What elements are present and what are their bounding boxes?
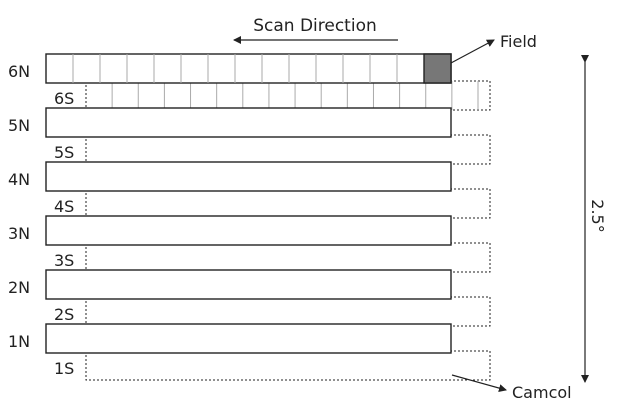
strip-south-3s xyxy=(85,242,491,273)
field-label: Field xyxy=(500,32,537,51)
camcol-label: Camcol xyxy=(512,383,572,402)
strip-south-6s xyxy=(85,80,491,111)
strip-label-2s: 2S xyxy=(54,305,74,324)
strip-north-4n xyxy=(45,161,452,192)
strip-label-6s: 6S xyxy=(54,89,74,108)
strip-south-1s xyxy=(85,350,491,381)
strip-label-1s: 1S xyxy=(54,359,74,378)
strip-label-4s: 4S xyxy=(54,197,74,216)
strip-north-5n xyxy=(45,107,452,138)
strip-north-1n xyxy=(45,323,452,354)
strip-label-3n: 3N xyxy=(8,224,30,243)
strip-south-4s xyxy=(85,188,491,219)
strip-south-5s xyxy=(85,134,491,165)
strip-label-1n: 1N xyxy=(8,332,30,351)
strip-group: 6S 5S 4S 3S 2S 1S 6N 5N 4N 3N 2N 1N xyxy=(8,53,491,381)
strip-north-6n xyxy=(45,53,452,84)
strip-label-4n: 4N xyxy=(8,170,30,189)
strip-label-5s: 5S xyxy=(54,143,74,162)
camcol-pointer-arrow xyxy=(451,374,507,392)
strip-label-5n: 5N xyxy=(8,116,30,135)
scan-direction-label: Scan Direction xyxy=(253,16,377,36)
strip-label-3s: 3S xyxy=(54,251,74,270)
strip-label-2n: 2N xyxy=(8,278,30,297)
highlighted-field-cell xyxy=(423,53,452,84)
strip-north-3n xyxy=(45,215,452,246)
strip-north-2n xyxy=(45,269,452,300)
strip-south-2s xyxy=(85,296,491,327)
strip-label-6n: 6N xyxy=(8,62,30,81)
extent-label: 2.5° xyxy=(588,199,607,232)
